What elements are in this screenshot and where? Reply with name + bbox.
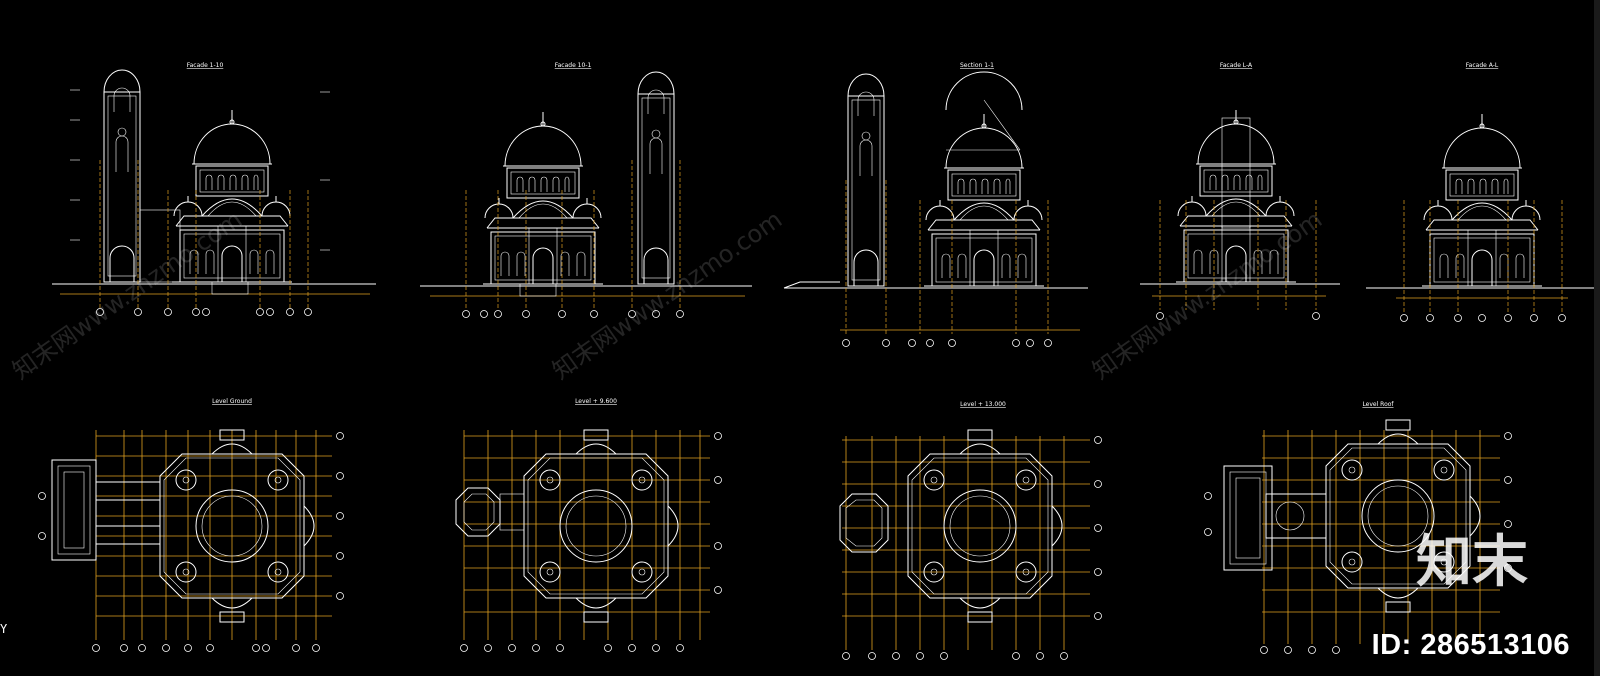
plan-title: Level Ground — [212, 398, 252, 405]
watermark-logo: 知末 — [1416, 530, 1528, 595]
elevation-title: Section 1-1 — [960, 62, 994, 69]
watermark-layer: 知末网www.znzmo.com 知末网www.znzmo.com 知末网www… — [7, 205, 1327, 385]
elevation-title: Facade 10-1 — [555, 62, 592, 69]
plan-level-9600: Level + 9.600 — [455, 398, 722, 652]
plan-level-roof: Level Roof — [1204, 401, 1512, 654]
ucs-icon: Y — [0, 622, 8, 636]
elevation-facade-a-l: Facade A-L — [1366, 62, 1598, 322]
watermark-text: 知末网www.znzmo.com — [1087, 205, 1327, 385]
elevation-title: Facade L-A — [1220, 62, 1253, 69]
plan-level-13000: Level + 13.000 — [839, 401, 1102, 660]
elevation-section-1-1: Section 1-1 — [783, 62, 1088, 347]
elevation-title: Facade A-L — [1466, 62, 1499, 69]
watermark-id-label: ID: 286513106 — [1371, 629, 1570, 661]
plan-level-ground: Level Ground — [38, 398, 344, 652]
elevation-facade-10-1: Facade 10-1 — [420, 62, 752, 318]
plan-title: Level + 13.000 — [960, 401, 1006, 408]
vertical-scrollbar[interactable] — [1594, 0, 1600, 676]
watermark-text: 知末网www.znzmo.com — [7, 205, 247, 385]
elevation-title: Facade 1-10 — [187, 62, 224, 69]
elevation-facade-1-10: Facade 1-10 — [52, 62, 376, 316]
elevation-facade-l-a: Facade L-A — [1140, 62, 1340, 320]
plan-title: Level Roof — [1362, 401, 1394, 408]
plan-title: Level + 9.600 — [575, 398, 617, 405]
